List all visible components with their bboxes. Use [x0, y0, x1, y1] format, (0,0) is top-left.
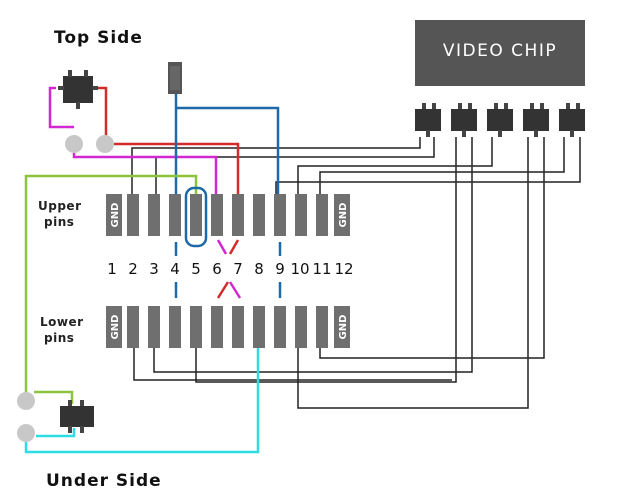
magenta-wire-to-upper-6	[72, 153, 218, 194]
video-chip	[415, 20, 585, 86]
top-side-component	[58, 70, 98, 109]
pin-number-6: 6	[212, 260, 222, 278]
pin-number-2: 2	[128, 260, 138, 278]
lower-pin-11	[316, 306, 328, 348]
pin-number-row: 1 2 3 4 5 6 7 8 9 10 11 12	[107, 260, 353, 278]
lower-pin-7	[232, 306, 244, 348]
wire-lower-2-loop	[133, 348, 452, 381]
lower-pin-9	[274, 306, 286, 348]
lower-pin-2	[127, 306, 139, 348]
green-wire-to-upper-5	[24, 174, 198, 396]
top-side-title: Top Side	[54, 28, 143, 48]
wire-chip-to-lower-11	[319, 137, 545, 359]
pin-number-5: 5	[191, 260, 201, 278]
upper-pin-7	[232, 194, 244, 236]
video-chip-label: VIDEO CHIP	[443, 41, 557, 61]
top-pad-1	[65, 135, 83, 153]
lower-pin-3	[148, 306, 160, 348]
lower-gnd-right-label: GND	[338, 315, 349, 340]
cyan-wire-under-short	[36, 428, 76, 438]
pin-number-8: 8	[254, 260, 264, 278]
upper-pin-gnd-left	[106, 194, 122, 236]
lower-pin-gnd-right	[334, 306, 350, 348]
magenta-wire-top	[48, 86, 74, 129]
chip-transistor-2	[451, 103, 477, 137]
wire-chip-to-upper-9b	[275, 137, 581, 194]
pin-number-10: 10	[290, 260, 309, 278]
lower-pin-10	[295, 306, 307, 348]
top-transistor	[63, 76, 93, 103]
lower-pin-8	[253, 306, 265, 348]
under-side-title: Under Side	[46, 471, 162, 491]
red-wire-to-upper-7	[114, 142, 240, 194]
lower-pins-label-line2: pins	[44, 331, 74, 345]
pin-number-9: 9	[275, 260, 285, 278]
upper-pin-row: GND GND	[106, 194, 350, 236]
wire-chip-to-upper-10	[297, 137, 493, 194]
lower-pin-row: GND GND	[106, 306, 350, 348]
upper-pin-10	[295, 194, 307, 236]
lower-gnd-left-label: GND	[110, 315, 121, 340]
magenta-dash-top	[216, 239, 228, 255]
lower-pin-4	[169, 306, 181, 348]
wire-chip-to-lower-5	[195, 137, 457, 383]
upper-pin-4	[169, 194, 181, 236]
wire-chip-to-upper-11	[319, 137, 565, 194]
lower-pin-gnd-left	[106, 306, 122, 348]
chip-transistor-5	[559, 103, 585, 137]
chip-transistor-3	[487, 103, 513, 137]
pin-number-3: 3	[149, 260, 159, 278]
magenta-dash-bottom	[228, 281, 242, 299]
lower-pin-6	[211, 306, 223, 348]
red-wire-top	[98, 86, 108, 143]
chip-transistors	[415, 103, 585, 137]
pin-number-11: 11	[312, 260, 331, 278]
pin-number-7: 7	[233, 260, 243, 278]
pin-5-highlight	[184, 186, 208, 248]
upper-pin-8	[253, 194, 265, 236]
blue-wire-to-upper-9	[176, 106, 280, 194]
upper-pin-6	[211, 194, 223, 236]
upper-gnd-left-label: GND	[110, 203, 121, 228]
under-pad-1	[17, 392, 35, 410]
upper-pin-2	[127, 194, 139, 236]
red-dash-bottom	[216, 281, 230, 299]
upper-pin-9	[274, 194, 286, 236]
wire-chip-to-upper-2	[131, 137, 421, 194]
upper-pin-gnd-right	[334, 194, 350, 236]
under-pad-2	[17, 424, 35, 442]
upper-pin-11	[316, 194, 328, 236]
upper-pins-label-line1: Upper	[38, 199, 81, 213]
wire-chip-to-lower-10	[297, 137, 529, 409]
black-wires	[131, 137, 581, 409]
lower-pins-label-line1: Lower	[40, 315, 84, 329]
cyan-wire-to-lower-8	[24, 348, 260, 454]
upper-pin-3	[148, 194, 160, 236]
upper-pins-label-line2: pins	[44, 215, 74, 229]
chip-transistor-1	[415, 103, 441, 137]
pin-number-1: 1	[107, 260, 117, 278]
green-wire-under	[34, 390, 74, 404]
cross-connections	[174, 239, 282, 299]
red-dash-top	[228, 239, 240, 255]
top-pad-2	[96, 135, 114, 153]
pin-number-12: 12	[334, 260, 353, 278]
upper-gnd-right-label: GND	[338, 203, 349, 228]
chip-transistor-4	[523, 103, 549, 137]
pin-number-4: 4	[170, 260, 180, 278]
under-transistor	[60, 400, 94, 433]
upper-pin-5	[190, 194, 202, 236]
lower-pin-5	[190, 306, 202, 348]
wire-chip-to-lower-3	[153, 137, 473, 373]
